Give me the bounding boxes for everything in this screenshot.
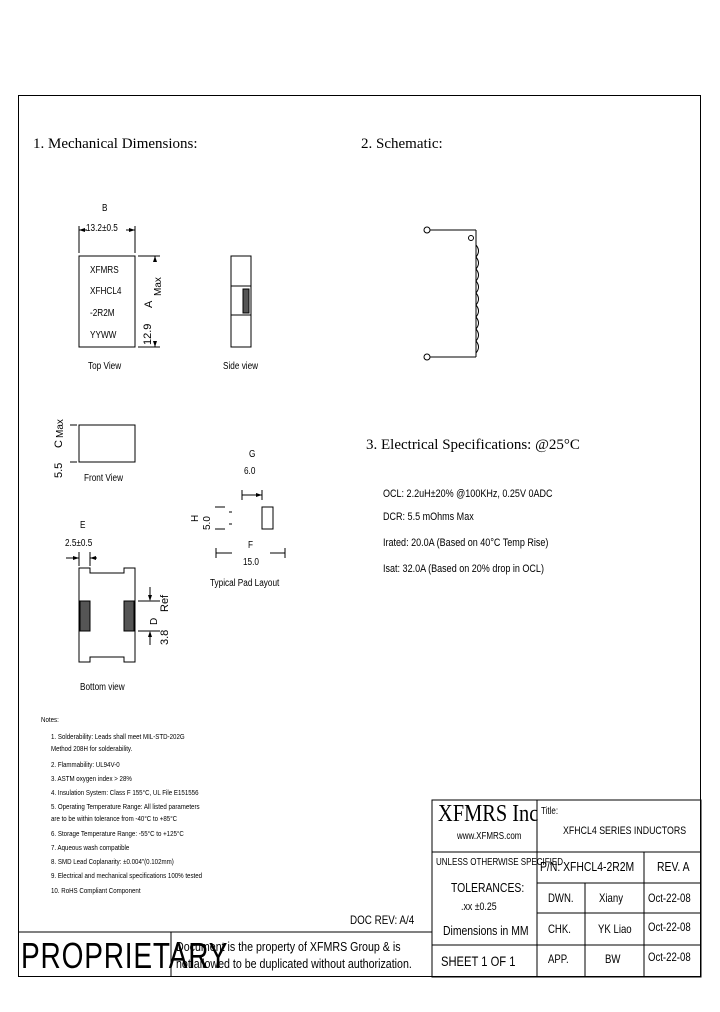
electrical-heading: 3. Electrical Specifications: @25°C xyxy=(366,437,580,453)
schematic-heading: 2. Schematic: xyxy=(361,136,443,152)
note-item: 5. Operating Temperature Range: All list… xyxy=(51,802,200,811)
mechanical-heading: 1. Mechanical Dimensions: xyxy=(33,136,198,152)
top-view-caption: Top View xyxy=(88,361,122,372)
note-item: 4. Insulation System: Class F 155°C, UL … xyxy=(51,788,199,797)
note-item: 10. RoHS Compliant Component xyxy=(51,886,141,895)
chk-label: CHK. xyxy=(548,922,571,936)
spec-irated: Irated: 20.0A (Based on 40°C Temp Rise) xyxy=(383,537,549,549)
spec-ocl: OCL: 2.2uH±20% @100KHz, 0.25V 0ADC xyxy=(383,488,553,500)
title-value: XFHCL4 SERIES INDUCTORS xyxy=(563,825,687,837)
sheet-number: SHEET 1 OF 1 xyxy=(441,953,516,969)
title-label: Title: xyxy=(541,806,559,817)
dwn-name: Xiany xyxy=(599,891,624,905)
pad-g-label: G xyxy=(249,449,256,460)
dim-a-value: 12.9 xyxy=(142,323,154,345)
company-website: www.XFMRS.com xyxy=(457,831,522,842)
proprietary-line-1: Document is the property of XFMRS Group … xyxy=(176,939,401,954)
tolerances-label: TOLERANCES: xyxy=(451,880,525,895)
note-item: 1. Solderability: Leads shall meet MIL-S… xyxy=(51,732,185,741)
dim-c-value: 5.5 xyxy=(53,462,65,478)
tolerance-value: .xx ±0.25 xyxy=(461,901,497,913)
app-label: APP. xyxy=(548,952,569,966)
spec-isat: Isat: 32.0A (Based on 20% drop in OCL) xyxy=(383,563,544,575)
pad-layout-caption: Typical Pad Layout xyxy=(210,578,280,589)
note-item: 2. Flammability: UL94V-0 xyxy=(51,760,120,769)
dim-c-label: C xyxy=(53,440,65,448)
dim-e-label: E xyxy=(80,520,86,531)
marking-line-2: XFHCL4 xyxy=(90,286,122,297)
dim-b-value: 13.2±0.5 xyxy=(86,223,118,234)
title-block-frame xyxy=(431,799,702,978)
marking-line-4: YYWW xyxy=(90,330,117,341)
dwn-label: DWN. xyxy=(548,891,574,905)
dim-d-value: 3.8 xyxy=(159,629,171,645)
company-name: XFMRS Inc xyxy=(438,801,539,827)
revision: REV. A xyxy=(657,859,690,874)
dim-b-label: B xyxy=(102,203,108,214)
side-view-caption: Side view xyxy=(223,361,259,372)
pad-g-value: 6.0 xyxy=(244,466,256,477)
side-view-body xyxy=(230,255,252,348)
note-item: 9. Electrical and mechanical specificati… xyxy=(51,871,203,880)
marking-line-3: -2R2M xyxy=(90,308,115,319)
dim-a-label: A xyxy=(143,300,155,308)
pad-f-label: F xyxy=(248,540,254,551)
spec-dcr: DCR: 5.5 mOhms Max xyxy=(383,511,474,523)
notes-title: Notes: xyxy=(41,715,59,724)
part-number: P/N: XFHCL4-2R2M xyxy=(540,859,635,874)
note-item: 6. Storage Temperature Range: -55°C to +… xyxy=(51,829,184,838)
front-view-body xyxy=(78,424,136,463)
dwn-date: Oct-22-08 xyxy=(648,891,691,905)
chk-name: YK Liao xyxy=(598,922,632,936)
note-item: 8. SMD Lead Coplanarity: ±0.004"(0.102mm… xyxy=(51,857,174,866)
chk-date: Oct-22-08 xyxy=(648,920,691,934)
drawing-sheet-border xyxy=(18,95,701,977)
doc-rev: DOC REV: A/4 xyxy=(350,913,415,927)
app-date: Oct-22-08 xyxy=(648,950,691,964)
front-view-caption: Front View xyxy=(84,473,124,484)
note-item: are to be within tolerance from -40°C to… xyxy=(51,814,178,823)
dim-e-value: 2.5±0.5 xyxy=(65,538,93,549)
pad-f-value: 15.0 xyxy=(243,557,259,568)
unless-specified: UNLESS OTHERWISE SPECIFIED xyxy=(436,857,563,868)
marking-line-1: XFMRS xyxy=(90,265,119,276)
bottom-view-caption: Bottom view xyxy=(80,682,125,693)
proprietary-word: PROPRIETARY xyxy=(21,935,229,976)
dim-c-max: Max xyxy=(55,419,66,438)
proprietary-line-2: not allowed to be duplicated without aut… xyxy=(176,956,412,971)
dim-d-label: D xyxy=(149,617,160,625)
dim-a-max: Max xyxy=(153,277,164,296)
dim-d-ref: Ref xyxy=(159,594,171,612)
pad-h-label: H xyxy=(190,514,201,522)
note-item: Method 208H for solderability. xyxy=(51,744,133,753)
dimensions-unit: Dimensions in MM xyxy=(443,923,529,938)
note-item: 3. ASTM oxygen index > 28% xyxy=(51,774,132,783)
app-name: BW xyxy=(605,952,621,966)
top-view-body xyxy=(78,255,136,348)
note-item: 7. Aqueous wash compatible xyxy=(51,843,130,852)
pad-h-value: 5.0 xyxy=(202,516,213,530)
bottom-view-body xyxy=(78,567,136,663)
